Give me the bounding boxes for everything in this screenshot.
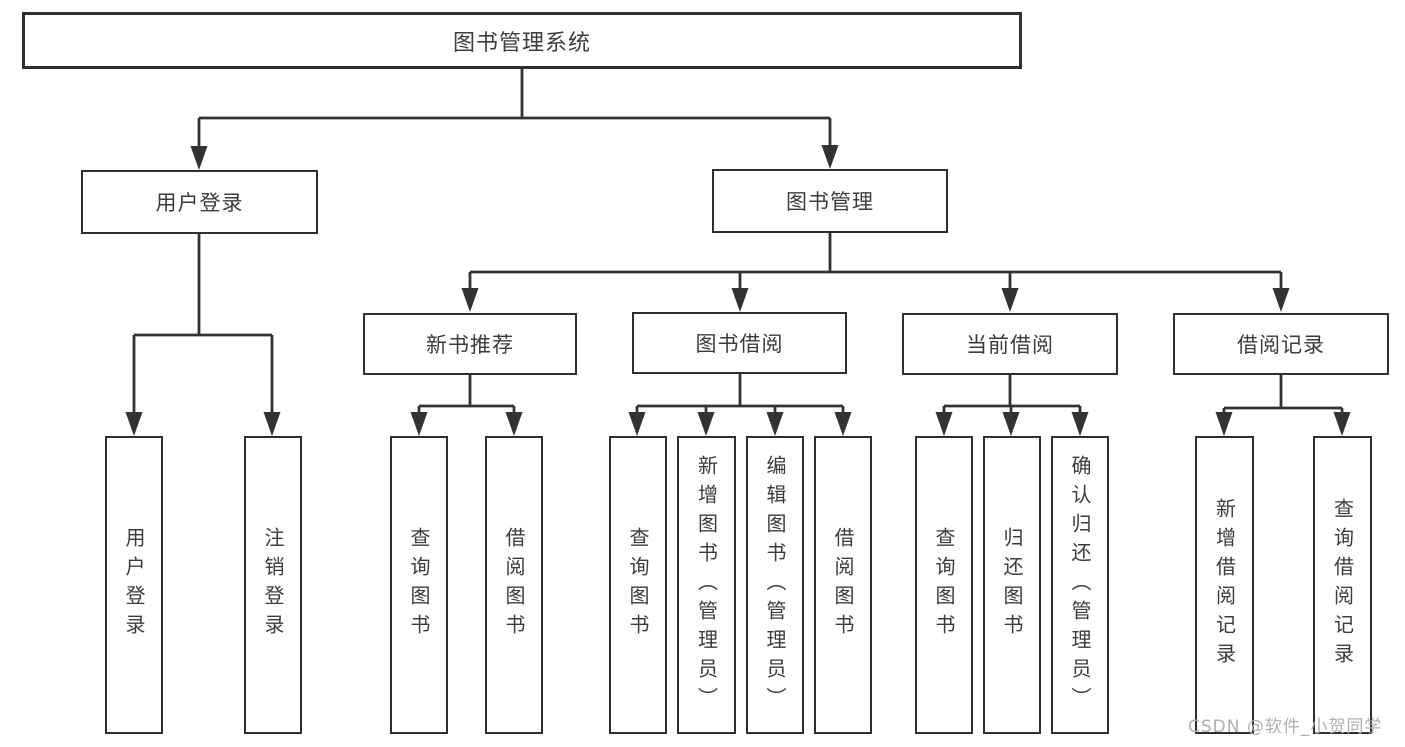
- leaf-add-books-admin: 新增图书（管理员）: [677, 436, 736, 734]
- arrowheads: [125, 145, 1351, 436]
- node-new-book-recommend-label: 新书推荐: [426, 333, 514, 357]
- leaf-query-borrow-record-label: 查询借阅记录: [1330, 498, 1355, 672]
- node-borrow-records: 借阅记录: [1173, 313, 1389, 375]
- leaf-edit-books-admin: 编辑图书（管理员）: [746, 436, 804, 734]
- node-root-label: 图书管理系统: [452, 30, 591, 56]
- leaf-add-borrow-record-label: 新增借阅记录: [1212, 498, 1237, 672]
- leaf-return-books-label: 归还图书: [1000, 527, 1024, 643]
- leaf-borrow-books-recommend: 借阅图书: [485, 436, 543, 734]
- leaf-query-books-borrow-label: 查询图书: [626, 527, 650, 643]
- leaf-borrow-books-recommend-label: 借阅图书: [502, 527, 526, 643]
- leaf-add-books-admin-label: 新增图书（管理员）: [694, 454, 719, 716]
- leaf-add-borrow-record: 新增借阅记录: [1195, 436, 1254, 734]
- node-book-management-label: 图书管理: [786, 190, 874, 214]
- leaf-query-books-recommend-label: 查询图书: [407, 527, 431, 643]
- leaf-borrow-books: 借阅图书: [814, 436, 872, 734]
- node-root-system: 图书管理系统: [22, 12, 1022, 69]
- leaf-logout: 注销登录: [244, 436, 302, 734]
- leaf-logout-label: 注销登录: [261, 527, 285, 643]
- leaf-query-books-current: 查询图书: [915, 436, 973, 734]
- leaf-confirm-return-admin: 确认归还（管理员）: [1051, 436, 1109, 734]
- node-new-book-recommend: 新书推荐: [363, 313, 577, 375]
- leaf-query-borrow-record: 查询借阅记录: [1313, 436, 1372, 734]
- node-user-login: 用户登录: [81, 170, 318, 234]
- node-current-borrow-label: 当前借阅: [966, 333, 1054, 357]
- node-book-management: 图书管理: [712, 169, 948, 233]
- leaf-query-books-borrow: 查询图书: [609, 436, 667, 734]
- node-book-borrow-label: 图书借阅: [695, 332, 784, 356]
- leaf-return-books: 归还图书: [983, 436, 1041, 734]
- leaf-query-books-recommend: 查询图书: [390, 436, 448, 734]
- node-current-borrow: 当前借阅: [902, 313, 1118, 375]
- leaf-user-login: 用户登录: [105, 436, 163, 734]
- csdn-watermark: CSDN @软件_小贺同学: [1188, 717, 1383, 737]
- node-borrow-records-label: 借阅记录: [1237, 333, 1325, 357]
- leaf-query-books-current-label: 查询图书: [932, 527, 956, 643]
- leaf-user-login-label: 用户登录: [122, 527, 146, 643]
- leaf-edit-books-admin-label: 编辑图书（管理员）: [763, 454, 787, 716]
- node-user-login-label: 用户登录: [155, 191, 244, 215]
- leaf-borrow-books-label: 借阅图书: [831, 527, 855, 643]
- node-book-borrow: 图书借阅: [632, 312, 847, 374]
- leaf-confirm-return-admin-label: 确认归还（管理员）: [1068, 454, 1092, 716]
